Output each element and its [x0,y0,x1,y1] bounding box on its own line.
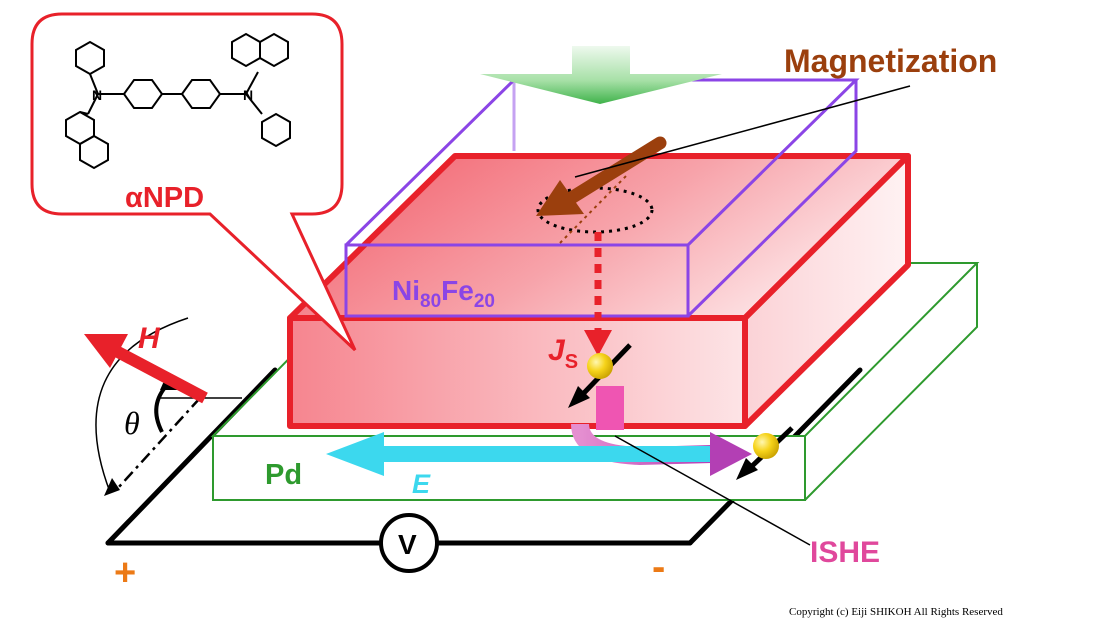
spin-current-label: JS [548,334,578,373]
magnetization-arrow [536,136,667,216]
h-field-label: H [138,322,161,355]
spin-block [596,386,624,430]
nife-label: Ni80Fe20 [392,275,495,312]
left-n-atom: N [92,87,102,103]
spin-ball-2 [736,426,794,480]
copyright-notice: Copyright (c) Eiji SHIKOH All Rights Res… [789,606,1003,618]
ishe-label: ISHE [810,536,880,569]
ishe-pointer [614,435,811,546]
spin-ball-1 [568,343,632,408]
microwave-arrow [480,46,722,104]
e-field-label: E [412,469,431,499]
h-field-arrow [84,334,208,404]
nife-block [287,153,911,429]
right-n-atom: N [243,87,253,103]
spin-current-arrow [584,232,612,356]
magnetization-pointer [574,85,911,178]
voltmeter-label: V [398,529,417,560]
plus-terminal: + [114,552,136,594]
precession-axis [559,173,629,244]
minus-terminal: - [652,545,665,589]
e-field-arrow [326,432,710,476]
molecule-callout [30,12,357,352]
voltmeter [379,513,439,573]
pd-label: Pd [265,459,302,491]
theta-label: θ [124,405,140,441]
molecule-label: αNPD [125,182,204,214]
magnetization-label: Magnetization [784,43,997,79]
npd-molecule-structure [65,32,291,170]
